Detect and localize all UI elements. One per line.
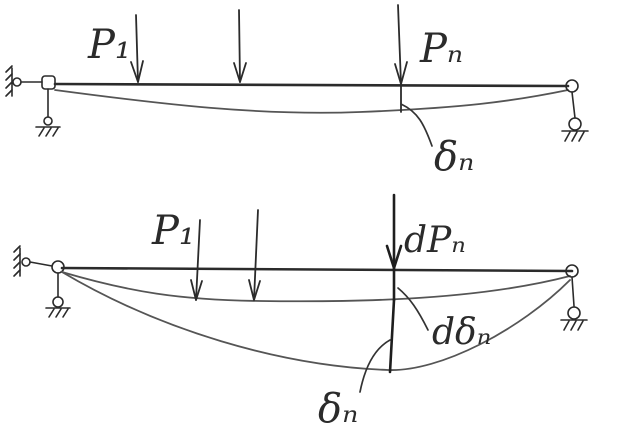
top-force-arrow-p1 xyxy=(130,14,144,83)
top-deflection-leader xyxy=(400,103,433,147)
bottom-deflection-leader xyxy=(359,339,391,393)
bottom-deflection-curve-shallow xyxy=(61,271,571,303)
top-force-arrow-pn xyxy=(394,4,408,113)
bottom-force-arrow-dpn xyxy=(385,193,403,374)
bottom-label-dpn: dPₙ xyxy=(404,220,466,261)
top-label-pn: Pₙ xyxy=(419,26,463,72)
top-label-delta-n: δₙ xyxy=(434,134,474,180)
top-label-p1: P₁ xyxy=(87,22,131,68)
bottom-force-arrow-p1 xyxy=(190,219,203,301)
bottom-left-support xyxy=(13,245,71,318)
bottom-label-d-delta-n: dδₙ xyxy=(432,312,491,353)
bottom-label-p1: P₁ xyxy=(151,208,195,254)
bottom-right-support xyxy=(560,264,588,331)
top-beam-diagram: P₁ Pₙ δₙ xyxy=(5,4,589,180)
bottom-beam xyxy=(60,266,574,273)
bottom-increment-leader xyxy=(397,287,429,331)
top-beam xyxy=(53,82,570,88)
top-left-support xyxy=(5,65,61,137)
bottom-deflection-curve-deep xyxy=(61,271,571,371)
bottom-label-delta-n: δₙ xyxy=(318,386,358,432)
top-right-support xyxy=(561,79,589,142)
bottom-beam-diagram: P₁ dPₙ dδₙ δₙ xyxy=(13,193,588,432)
top-deflection-curve xyxy=(54,89,569,114)
top-force-arrow-middle xyxy=(233,9,247,83)
bottom-force-arrow-middle xyxy=(248,209,261,301)
